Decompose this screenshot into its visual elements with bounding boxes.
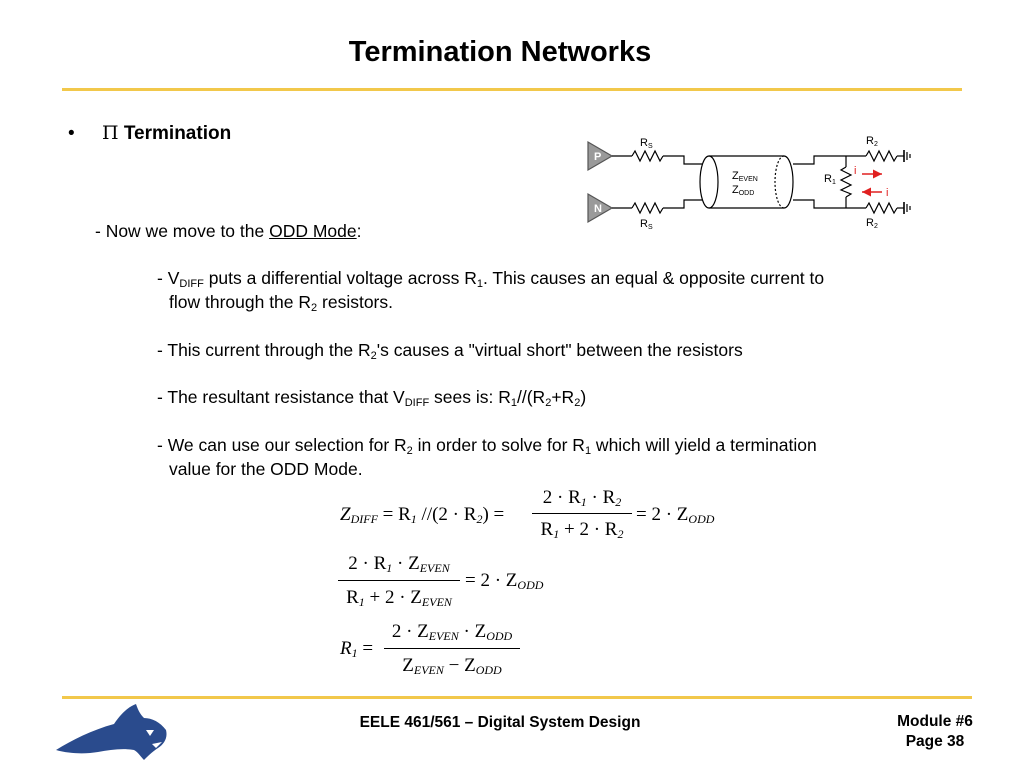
eq3-fraction-bar xyxy=(384,648,520,649)
svg-text:R2: R2 xyxy=(866,135,878,148)
svg-text:RS: RS xyxy=(640,137,653,150)
source-p-symbol xyxy=(587,140,614,172)
eq3-numerator: 2 · ZEVEN · ZODD xyxy=(391,621,513,643)
heading-text: Termination xyxy=(123,123,232,144)
paragraph-4-line-1: - We can use our selection for R2 in ord… xyxy=(157,435,817,457)
footer-course: EELE 461/561 – Digital System Design xyxy=(359,714,641,731)
current-label-top: i xyxy=(854,165,856,177)
eq1-numerator: 2 · R1 · R2 xyxy=(542,487,622,509)
eq2-rhs: = 2 · ZODD xyxy=(465,570,544,592)
paragraph-1-line-2: flow through the R2 resistors. xyxy=(169,292,394,314)
r2-top-resistor xyxy=(865,149,898,163)
footer-page-number: Page 38 xyxy=(905,733,965,750)
eq1-fraction-bar xyxy=(532,513,632,514)
source-p-label: P xyxy=(594,151,601,163)
eq1-rhs: = 2 · ZODD xyxy=(636,504,715,526)
pi-symbol: Π xyxy=(102,122,119,144)
rs-bottom-resistor xyxy=(631,201,664,215)
intro-line: - Now we move to the ODD Mode: xyxy=(95,221,362,241)
slide-title: Termination Networks xyxy=(348,36,652,68)
svg-text:R2: R2 xyxy=(866,217,878,230)
eq2-fraction-bar xyxy=(338,580,460,581)
svg-text:RS: RS xyxy=(640,218,653,231)
eq2-numerator: 2 · R1 · ZEVEN xyxy=(348,553,450,575)
source-n-label: N xyxy=(594,203,602,215)
paragraph-3: - The resultant resistance that VDIFF se… xyxy=(157,387,587,409)
transmission-line xyxy=(709,155,784,209)
paragraph-1-line-1: - VDIFF puts a differential voltage acro… xyxy=(157,268,825,290)
eq2-denominator: R1 + 2 · ZEVEN xyxy=(346,587,452,609)
source-n-symbol xyxy=(587,192,614,224)
svg-text:ZEVEN: ZEVEN xyxy=(732,170,758,183)
footer-module: Module #6 xyxy=(897,713,973,730)
odd-mode-term: ODD Mode xyxy=(269,221,357,241)
bullet-marker: • xyxy=(68,123,75,144)
eq1-lhs: ZDIFF = R1 //(2 · R2) = xyxy=(340,504,505,526)
bobcat-logo-icon xyxy=(56,704,167,760)
pi-termination-circuit: P N RS RS ZEVEN ZODD R1 R2 R2 i i xyxy=(587,135,911,231)
title-divider xyxy=(62,88,962,91)
current-label-bottom: i xyxy=(886,187,888,199)
paragraph-2: - This current through the R2's causes a… xyxy=(157,340,743,362)
eq3-denominator: ZEVEN − ZODD xyxy=(402,655,502,677)
r1-resistor xyxy=(839,166,853,198)
eq1-denominator: R1 + 2 · R2 xyxy=(540,519,624,541)
rs-top-resistor xyxy=(631,149,664,163)
eq3-lhs: R1 = xyxy=(340,638,374,660)
svg-text:ZODD: ZODD xyxy=(732,184,754,197)
footer-page-info: Module #6 Page 38 xyxy=(880,712,990,752)
footer-divider xyxy=(62,696,972,699)
r2-bottom-resistor xyxy=(865,201,898,215)
paragraph-4-line-2: value for the ODD Mode. xyxy=(169,459,363,479)
svg-text:R1: R1 xyxy=(824,173,836,186)
bullet-heading: • Π Termination xyxy=(68,122,231,145)
